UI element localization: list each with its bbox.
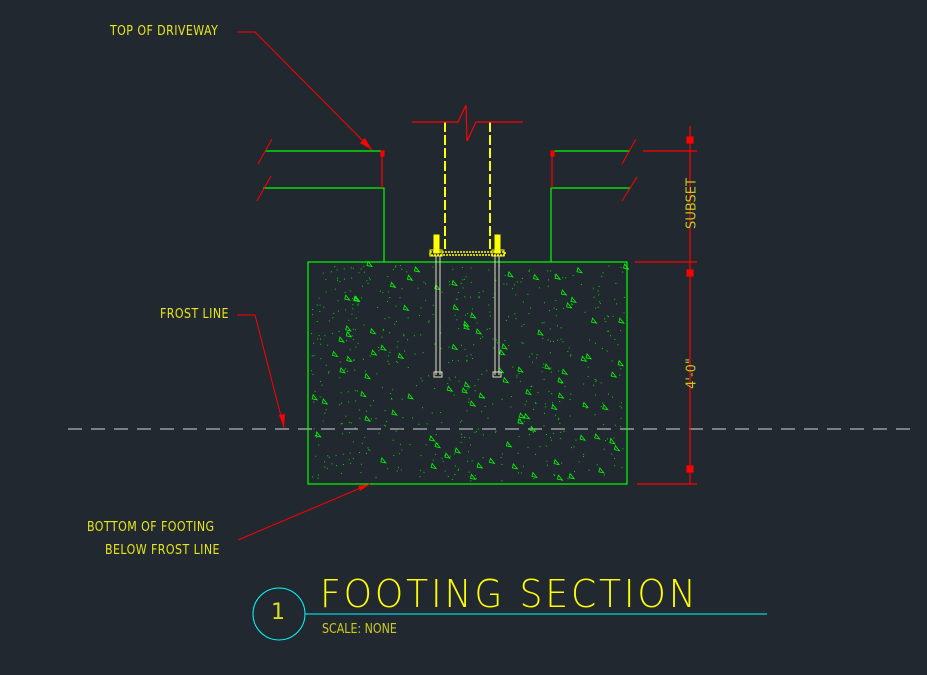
break-marks <box>256 138 638 202</box>
driveway-slab-right <box>550 150 630 262</box>
leader-arrows <box>279 138 372 491</box>
column-break-line <box>412 104 523 142</box>
dimension-lines <box>635 126 697 485</box>
label-below-frost-line: BELOW FROST LINE <box>105 543 220 558</box>
footing <box>307 261 628 485</box>
detail-number: 1 <box>271 600 285 625</box>
drawing-title: FOOTING SECTION <box>320 572 699 616</box>
label-bottom-of-footing: BOTTOM OF FOOTING <box>87 520 215 535</box>
drawing-scale: SCALE: NONE <box>322 622 397 637</box>
dimension-4ft: 4'-0" <box>684 358 700 389</box>
label-subset: SUBSET <box>684 178 700 229</box>
isolation-joints <box>380 150 555 188</box>
label-top-of-driveway: TOP OF DRIVEWAY <box>110 24 219 39</box>
anchor-bolts <box>433 256 502 378</box>
label-frost-line: FROST LINE <box>160 307 229 322</box>
base-plate <box>429 234 506 257</box>
concrete-hatch <box>311 260 630 482</box>
leader-lines <box>237 31 373 541</box>
driveway-slab-left <box>263 150 385 262</box>
steel-column <box>444 122 491 252</box>
